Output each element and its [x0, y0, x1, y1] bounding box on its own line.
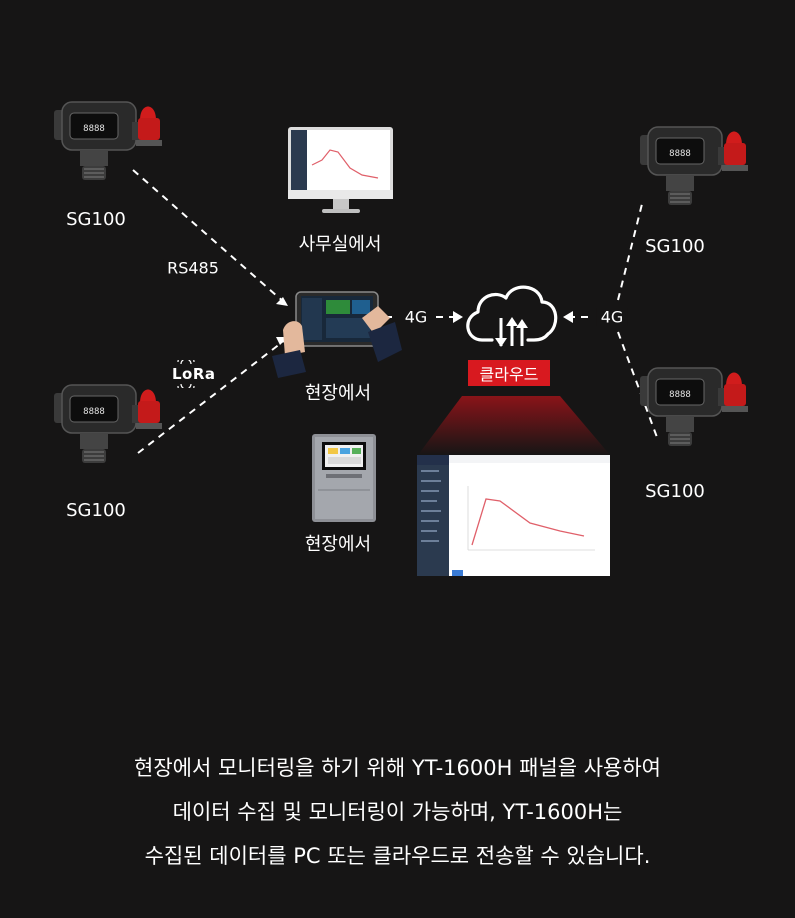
line-right-to-sg100-bottom	[617, 331, 659, 441]
lora-text: LoRa	[172, 365, 216, 383]
line-right-to-sg100-top	[617, 199, 644, 301]
lora-logo: LoRa	[168, 360, 228, 388]
caption-line-2: 데이터 수집 및 모니터링이 가능하며, YT-1600H는	[172, 800, 623, 824]
sg100-top-left-label: SG100	[66, 209, 126, 230]
tablet-cloud-4g-label: 4G	[404, 307, 428, 327]
rs485-label: RS485	[163, 258, 223, 278]
sg100-bottom-left-label: SG100	[66, 500, 126, 521]
line-sg100-bottom-left-to-tablet	[137, 339, 286, 454]
office-label: 사무실에서	[298, 234, 382, 255]
sg100-bottom-right-label: SG100	[645, 481, 705, 502]
cloud-badge: 클라우드	[468, 360, 550, 386]
arrowhead-rs485	[276, 297, 288, 306]
tablet-site-label: 현장에서	[304, 383, 372, 404]
arrowhead-to-cloud	[453, 311, 463, 323]
arrowhead-from-right	[563, 311, 573, 323]
sensors-cloud-4g-label: 4G	[596, 307, 628, 327]
lora-waves-icon	[177, 360, 195, 388]
caption-line-3: 수집된 데이터를 PC 또는 클라우드로 전송할 수 있습니다.	[144, 844, 651, 868]
caption-line-1: 현장에서 모니터링을 하기 위해 YT-1600H 패널을 사용하여	[134, 756, 661, 780]
sg100-top-right-label: SG100	[645, 236, 705, 257]
panel-site-label: 현장에서	[304, 534, 372, 555]
